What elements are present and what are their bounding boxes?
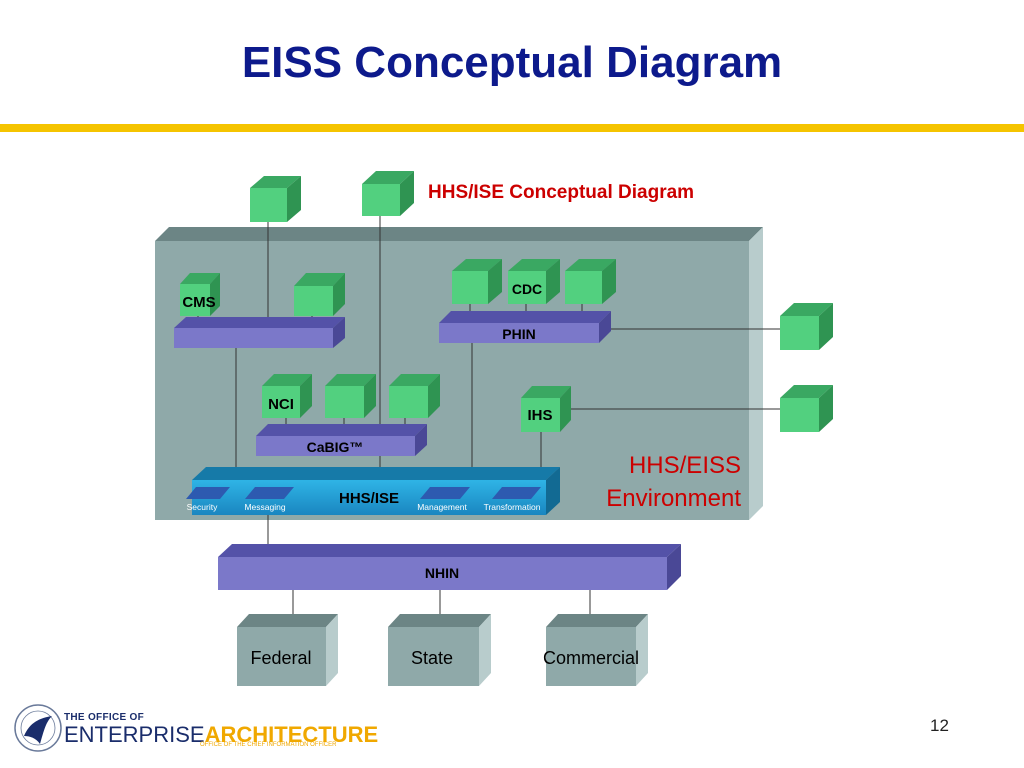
slide-title: EISS Conceptual Diagram [241,38,783,87]
bar-cms [174,317,345,348]
cube-cabig-3 [389,374,440,418]
logo-line2a: ENTERPRISE [64,722,205,747]
label-hhs-ise: HHS/ISE [339,490,399,507]
logo-line2b: ARCHITECTURE [204,722,379,747]
service-label-transformation: Transformation [484,502,541,512]
logo-line1: THE OFFICE OF [64,712,145,723]
endpoint-label-federal: Federal [250,648,311,668]
cube-cabig-2 [325,374,376,418]
endpoint-state [388,614,491,686]
cube-external-right-1 [780,303,833,350]
environment-label-line1: HHS/EISS [629,452,741,479]
cube-nci [262,374,312,418]
endpoint-label-commercial: Commercial [543,648,639,668]
logo-line2: ENTERPRISEARCHITECTURE [64,722,378,748]
endpoint-federal [237,614,338,686]
connector-lines [197,216,780,624]
cube-phin-1 [452,259,502,304]
cube-cms-2 [294,273,345,316]
endpoint-label-state: State [411,648,453,668]
service-label-security: Security [187,502,218,512]
cube-external-right-2 [780,385,833,432]
cube-external-1 [250,176,301,222]
service-label-management: Management [417,502,467,512]
cube-cdc [508,259,560,304]
label-cdc: CDC [512,281,542,297]
bar-phin [439,311,611,343]
cube-phin-3 [565,259,616,304]
page-number: 12 [930,716,949,735]
cube-cms [180,273,220,316]
bar-nhin [218,544,681,590]
label-phin: PHIN [502,326,535,342]
bar-cabig [256,424,427,456]
cube-external-2 [362,171,414,216]
environment-label-line2: Environment [606,485,741,512]
label-nci: NCI [268,396,294,413]
endpoint-commercial [546,614,648,686]
label-nhin: NHIN [425,565,459,581]
service-label-messaging: Messaging [244,502,285,512]
diagram-heading: HHS/ISE Conceptual Diagram [428,182,694,203]
label-cms: CMS [182,294,215,311]
title-rule [0,124,1024,132]
logo-line3: OFFICE OF THE CHIEF INFORMATION OFFICER [200,742,337,748]
label-ihs: IHS [527,407,552,424]
hhs-seal-icon [14,704,62,752]
cube-ihs [521,386,571,432]
label-cabig: CaBIG™ [307,439,364,455]
service-tiles [186,487,541,499]
